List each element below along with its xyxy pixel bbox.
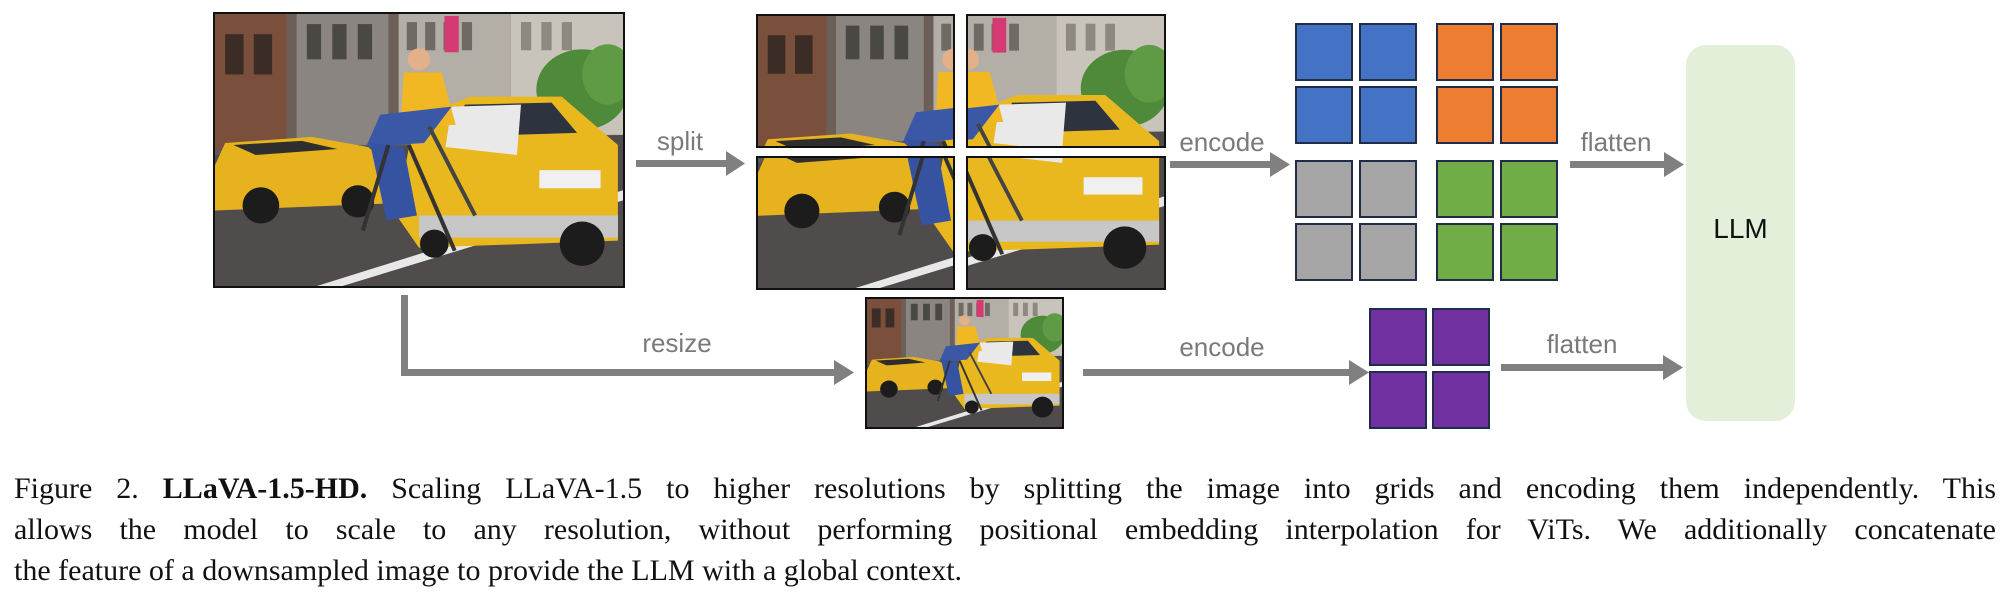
encode-bottom-label: encode [1179, 332, 1264, 362]
token-orange-4 [1500, 86, 1558, 144]
token-gray-2 [1359, 160, 1417, 218]
token-blue-4 [1359, 86, 1417, 144]
token-green-4 [1500, 223, 1558, 281]
crop-top-right [966, 14, 1166, 148]
caption-line-3: the feature of a downsampled image to pr… [14, 554, 963, 587]
flatten-bottom-arrow [1501, 364, 1665, 371]
token-blue-2 [1359, 23, 1417, 81]
token-green-1 [1436, 160, 1494, 218]
caption-line-1: Figure 2. LLaVA-1.5-HD. Scaling LLaVA-1.… [14, 468, 1996, 509]
llm-box: LLM [1686, 45, 1795, 421]
token-purple-4 [1432, 371, 1490, 429]
resized-image [865, 297, 1064, 429]
caption-line-2: allows the model to scale to any resolut… [14, 513, 1996, 546]
flatten-bottom-label: flatten [1547, 329, 1618, 359]
figure-caption: Figure 2. LLaVA-1.5-HD. Scaling LLaVA-1.… [14, 468, 1996, 591]
token-orange-1 [1436, 23, 1494, 81]
token-orange-2 [1500, 23, 1558, 81]
resize-label: resize [642, 328, 711, 358]
caption-line-1-text: Scaling LLaVA-1.5 to higher resolutions … [391, 472, 1997, 505]
crop-bottom-left [756, 156, 955, 290]
crop-bottom-right [966, 156, 1166, 290]
diagram-overlay: split encode flatten resize encode flatt… [401, 23, 1684, 429]
token-green-2 [1500, 160, 1558, 218]
caption-prefix: Figure 2. [14, 472, 139, 505]
resize-arrow-vertical [401, 295, 408, 373]
token-blue-1 [1295, 23, 1353, 81]
encode-top-arrow [1170, 161, 1272, 168]
encode-top-label: encode [1179, 127, 1264, 157]
token-purple-1 [1369, 308, 1427, 366]
flatten-top-label: flatten [1581, 127, 1652, 157]
crop-top-left [756, 14, 955, 148]
encode-bottom-arrow [1083, 369, 1351, 376]
split-label: split [657, 126, 704, 156]
token-purple-3 [1369, 371, 1427, 429]
flatten-top-arrow [1570, 161, 1666, 168]
llm-label: LLM [1713, 213, 1768, 244]
caption-title: LLaVA-1.5-HD. [162, 472, 368, 505]
resize-arrow-horizontal [401, 369, 836, 376]
token-orange-3 [1436, 86, 1494, 144]
token-gray-3 [1295, 223, 1353, 281]
token-purple-2 [1432, 308, 1490, 366]
figure-diagram: split encode flatten resize encode flatt… [213, 12, 1795, 429]
original-image [213, 12, 625, 288]
split-arrow [636, 160, 728, 167]
token-gray-1 [1295, 160, 1353, 218]
token-green-3 [1436, 223, 1494, 281]
token-gray-4 [1359, 223, 1417, 281]
token-blue-3 [1295, 86, 1353, 144]
